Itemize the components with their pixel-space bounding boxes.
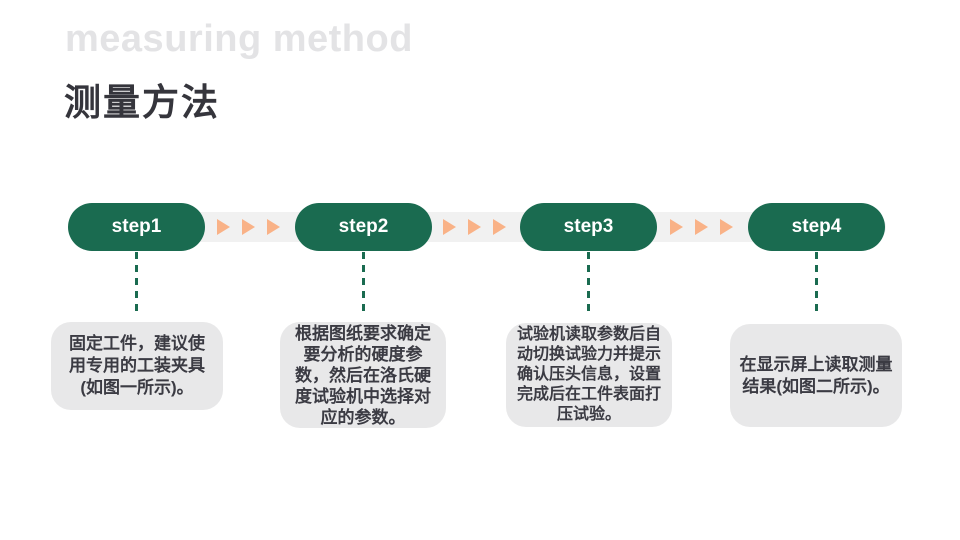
step1-pill: step1 (68, 203, 205, 251)
step3-description-card: 试验机读取参数后自 动切换试验力并提示 确认压头信息，设置 完成后在工件表面打 … (506, 323, 672, 427)
step3-label: step3 (563, 216, 614, 237)
step2-dashed-connector (362, 252, 365, 316)
flow-arrows-1 (217, 219, 280, 235)
triangle-right-icon (493, 219, 506, 235)
slide-subtitle-en: measuring method (65, 18, 413, 60)
triangle-right-icon (720, 219, 733, 235)
step2-description: 根据图纸要求确定 要分析的硬度参 数，然后在洛氏硬 度试验机中选择对 应的参数。 (295, 323, 431, 427)
triangle-right-icon (443, 219, 456, 235)
step1-label: step1 (111, 216, 162, 237)
step4-pill: step4 (748, 203, 885, 251)
triangle-right-icon (242, 219, 255, 235)
step2-label: step2 (338, 216, 389, 237)
step4-label: step4 (791, 216, 842, 237)
triangle-right-icon (217, 219, 230, 235)
triangle-right-icon (670, 219, 683, 235)
step2-description-card: 根据图纸要求确定 要分析的硬度参 数，然后在洛氏硬 度试验机中选择对 应的参数。 (280, 322, 446, 428)
step3-pill: step3 (520, 203, 657, 251)
triangle-right-icon (267, 219, 280, 235)
triangle-right-icon (695, 219, 708, 235)
step1-dashed-connector (135, 252, 138, 316)
flow-arrows-2 (443, 219, 506, 235)
step2-pill: step2 (295, 203, 432, 251)
step4-dashed-connector (815, 252, 818, 316)
step3-dashed-connector (587, 252, 590, 316)
step1-description-card: 固定工件，建议使 用专用的工装夹具 (如图一所示)。 (51, 322, 223, 410)
step4-description-card: 在显示屏上读取测量 结果(如图二所示)。 (730, 324, 902, 427)
triangle-right-icon (468, 219, 481, 235)
step1-description: 固定工件，建议使 用专用的工装夹具 (如图一所示)。 (69, 334, 205, 397)
step4-description: 在显示屏上读取测量 结果(如图二所示)。 (739, 354, 893, 396)
flow-arrows-3 (670, 219, 733, 235)
slide-title-zh: 测量方法 (64, 82, 220, 123)
step3-description: 试验机读取参数后自 动切换试验力并提示 确认压头信息，设置 完成后在工件表面打 … (516, 326, 661, 423)
